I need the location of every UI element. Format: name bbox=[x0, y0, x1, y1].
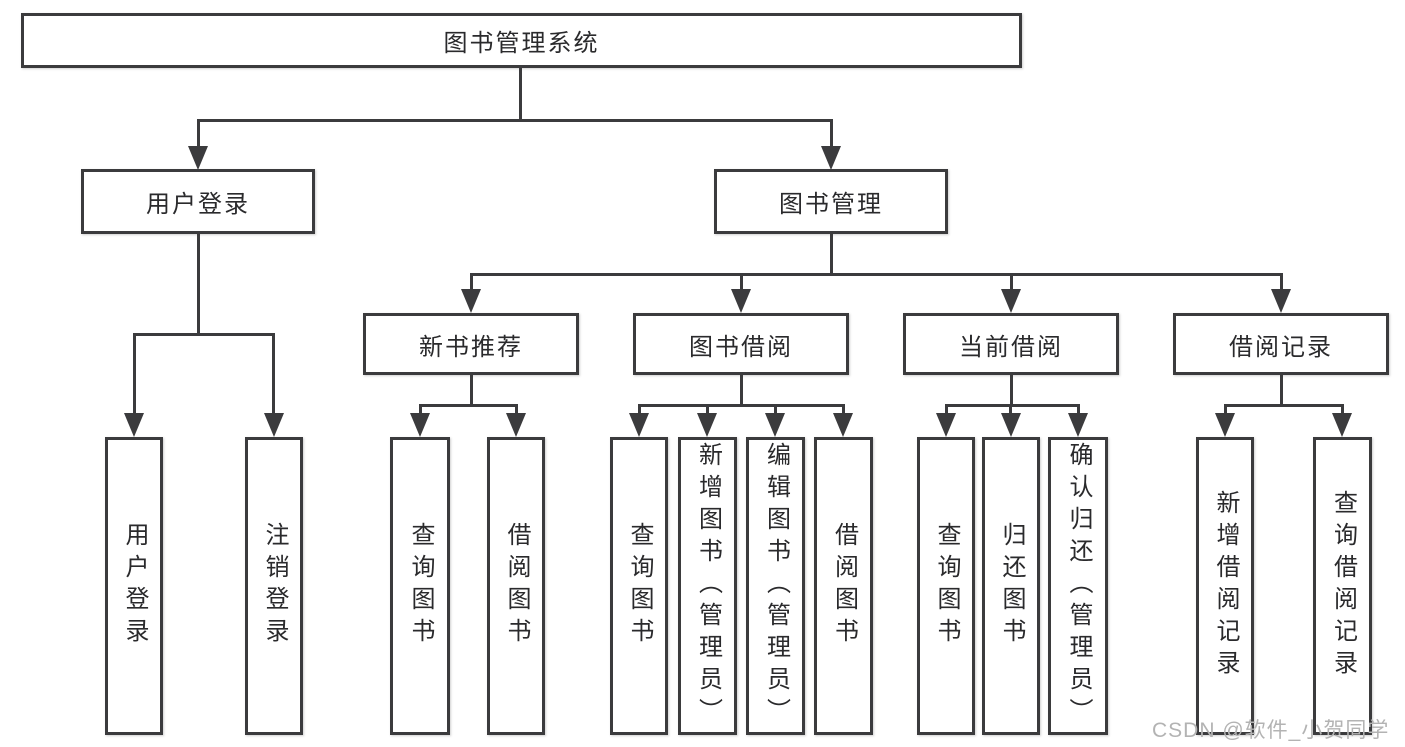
arrowhead-down-icon bbox=[1068, 413, 1088, 437]
arrowhead-down-icon bbox=[1332, 413, 1352, 437]
connector-stub-book-mgmt bbox=[830, 119, 833, 149]
arrowhead-down-icon bbox=[731, 289, 751, 313]
connector-sec2-stub-d bbox=[842, 404, 845, 418]
csdn-watermark: CSDN @软件_小贺同学 bbox=[1152, 719, 1390, 742]
connector-sec3-stub-b bbox=[1009, 404, 1012, 418]
leaf-query-borrow-record: 查询借阅记录 bbox=[1313, 437, 1372, 735]
node-root: 图书管理系统 bbox=[21, 13, 1022, 68]
connector-mgmt-horizontal bbox=[470, 273, 1283, 276]
node-borrow-records: 借阅记录 bbox=[1173, 313, 1389, 375]
connector-stub-leaf-logout bbox=[272, 333, 275, 417]
node-new-book-recommend: 新书推荐 bbox=[363, 313, 579, 375]
arrowhead-down-icon bbox=[1271, 289, 1291, 313]
connector-root-vertical bbox=[519, 68, 522, 122]
arrowhead-down-icon bbox=[765, 413, 785, 437]
connector-login-horizontal bbox=[133, 333, 275, 336]
connector-sec1-stub-a bbox=[419, 404, 422, 418]
connector-sec1-stub-b bbox=[515, 404, 518, 418]
connector-stub-current-borrow bbox=[1010, 273, 1013, 293]
arrowhead-down-icon bbox=[1215, 413, 1235, 437]
connector-sec3-vertical bbox=[1010, 375, 1013, 407]
connector-sec3-stub-a bbox=[945, 404, 948, 418]
arrowhead-down-icon bbox=[506, 413, 526, 437]
arrowhead-down-icon bbox=[1001, 289, 1021, 313]
connector-sec1-vertical bbox=[470, 375, 473, 407]
arrowhead-down-icon bbox=[124, 413, 144, 437]
leaf-query-books-borrow: 查询图书 bbox=[610, 437, 668, 735]
connector-stub-leaf-login bbox=[133, 333, 136, 417]
connector-sec1-horizontal bbox=[419, 404, 518, 407]
connector-sec2-horizontal bbox=[638, 404, 845, 407]
connector-sec4-stub-a bbox=[1224, 404, 1227, 418]
connector-sec4-stub-b bbox=[1341, 404, 1344, 418]
arrowhead-down-icon bbox=[629, 413, 649, 437]
arrowhead-down-icon bbox=[188, 146, 208, 170]
leaf-user-login: 用户登录 bbox=[105, 437, 163, 735]
connector-sec2-stub-a bbox=[638, 404, 641, 418]
arrowhead-down-icon bbox=[821, 146, 841, 170]
node-user-login: 用户登录 bbox=[81, 169, 315, 234]
arrowhead-down-icon bbox=[1001, 413, 1021, 437]
connector-sec3-stub-c bbox=[1077, 404, 1080, 418]
arrowhead-down-icon bbox=[264, 413, 284, 437]
leaf-confirm-return-admin: 确认归还（管理员） bbox=[1048, 437, 1108, 735]
connector-sec4-vertical bbox=[1280, 375, 1283, 407]
leaf-query-books-current: 查询图书 bbox=[917, 437, 975, 735]
connector-login-vertical bbox=[197, 234, 200, 336]
node-book-borrow: 图书借阅 bbox=[633, 313, 849, 375]
leaf-add-book-admin: 新增图书（管理员） bbox=[678, 437, 737, 735]
connector-sec4-horizontal bbox=[1224, 404, 1344, 407]
connector-root-horizontal bbox=[197, 119, 833, 122]
leaf-query-books-recommend: 查询图书 bbox=[390, 437, 450, 735]
leaf-borrow-books-borrow: 借阅图书 bbox=[814, 437, 873, 735]
arrowhead-down-icon bbox=[697, 413, 717, 437]
leaf-borrow-books-recommend: 借阅图书 bbox=[487, 437, 545, 735]
leaf-add-borrow-record: 新增借阅记录 bbox=[1196, 437, 1254, 735]
leaf-edit-book-admin: 编辑图书（管理员） bbox=[746, 437, 805, 735]
connector-stub-book-borrow bbox=[740, 273, 743, 293]
arrowhead-down-icon bbox=[461, 289, 481, 313]
node-book-management: 图书管理 bbox=[714, 169, 948, 234]
connector-sec3-horizontal bbox=[945, 404, 1080, 407]
node-current-borrow: 当前借阅 bbox=[903, 313, 1119, 375]
arrowhead-down-icon bbox=[410, 413, 430, 437]
connector-sec2-stub-c bbox=[774, 404, 777, 418]
arrowhead-down-icon bbox=[936, 413, 956, 437]
connector-stub-borrow-records bbox=[1280, 273, 1283, 293]
leaf-return-books: 归还图书 bbox=[982, 437, 1040, 735]
arrowhead-down-icon bbox=[833, 413, 853, 437]
leaf-logout: 注销登录 bbox=[245, 437, 303, 735]
connector-stub-new-book bbox=[470, 273, 473, 293]
connector-mgmt-vertical bbox=[830, 234, 833, 276]
connector-stub-user-login bbox=[197, 119, 200, 149]
connector-sec2-vertical bbox=[740, 375, 743, 407]
connector-sec2-stub-b bbox=[706, 404, 709, 418]
